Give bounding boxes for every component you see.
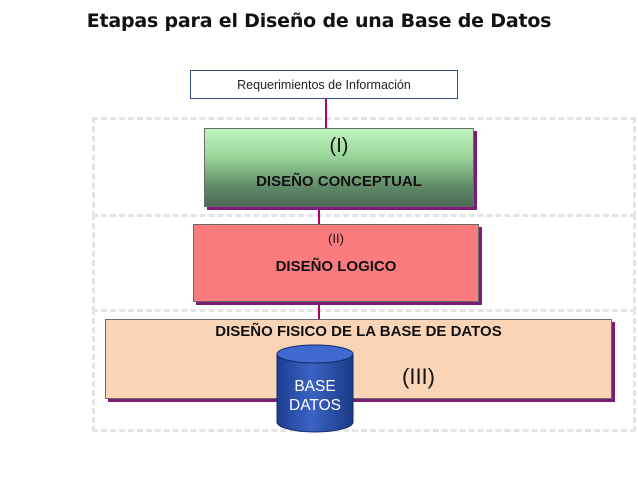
stage-label-fisico: DISEÑO FISICO DE LA BASE DE DATOS: [215, 323, 502, 340]
database-label: BASE DATOS: [276, 377, 354, 415]
database-label-line2: DATOS: [289, 397, 341, 414]
diagram-title: Etapas para el Diseño de una Base de Dat…: [86, 10, 552, 32]
dashed-band-fisico: [92, 309, 636, 432]
database-cylinder-icon: [276, 344, 354, 433]
stage-numeral-2: (II): [328, 231, 344, 246]
stage-numeral-1: (I): [329, 135, 349, 157]
requirements-box: Requerimientos de Información: [190, 70, 458, 99]
stage-numeral-3: (III): [402, 364, 435, 389]
stage-label-logico: DISEÑO LOGICO: [275, 258, 397, 275]
stage-fisico-box: DISEÑO FISICO DE LA BASE DE DATOS: [105, 319, 612, 399]
stage-logico-box: (II) DISEÑO LOGICO: [193, 224, 479, 302]
connector-req-to-conceptual: [325, 99, 327, 128]
stage-label-conceptual: DISEÑO CONCEPTUAL: [256, 173, 422, 190]
database-label-line1: BASE: [294, 378, 336, 395]
requirements-label: Requerimientos de Información: [237, 77, 411, 92]
connector-conceptual-to-logico: [318, 207, 320, 224]
connector-logico-to-fisico: [318, 302, 320, 319]
stage-conceptual-box: (I) DISEÑO CONCEPTUAL: [204, 128, 474, 207]
